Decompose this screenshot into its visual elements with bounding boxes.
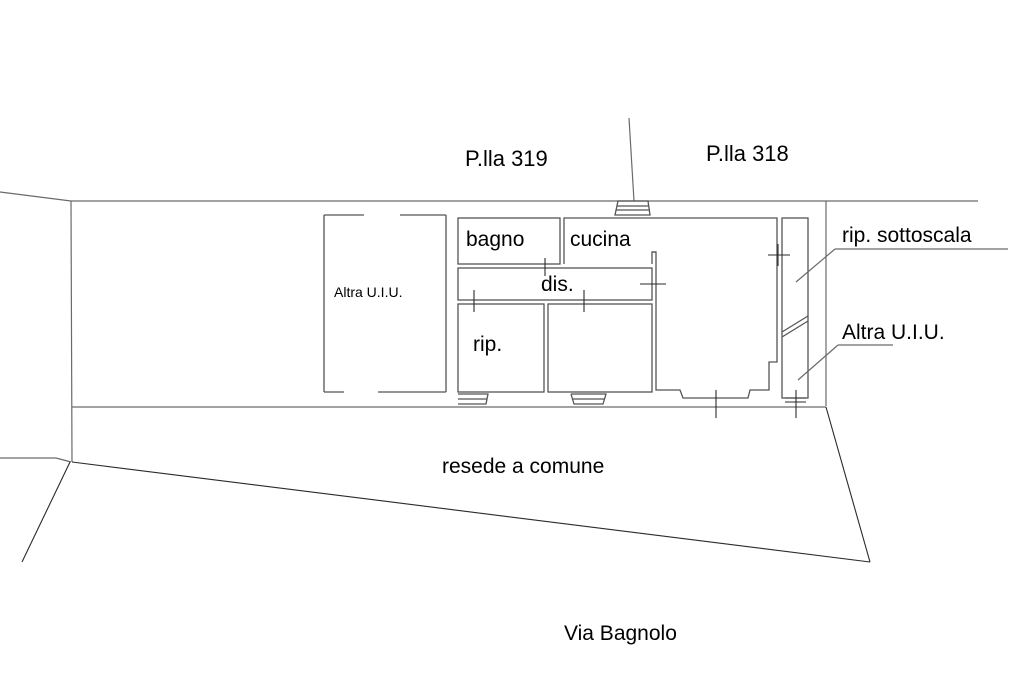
callout-altra-uiu-right: Altra U.I.U. xyxy=(842,321,945,344)
unit-walls xyxy=(457,217,809,399)
courtyard-south-edge xyxy=(71,461,871,563)
room-label-rip: rip. xyxy=(473,333,502,356)
openings xyxy=(458,200,806,405)
callout-rip-sottoscala: rip. sottoscala xyxy=(842,224,972,247)
storage-window xyxy=(570,393,607,405)
leader-rip-sottoscala xyxy=(795,248,836,283)
bagno-room xyxy=(457,217,561,265)
room-label-dis: dis. xyxy=(541,273,574,296)
leader-altra-uiu xyxy=(797,344,839,381)
altra-uiu-left-outline xyxy=(323,214,447,393)
rip-room xyxy=(457,303,545,393)
street-label: Via Bagnolo xyxy=(564,622,677,645)
north-window xyxy=(614,200,651,216)
cucina-room xyxy=(563,217,778,399)
site-boundary xyxy=(0,117,978,563)
boundary-line-sw-diagonal xyxy=(21,461,71,563)
area-label-resede: resede a comune xyxy=(442,455,604,478)
boundary-line-west xyxy=(70,200,73,463)
room-label-cucina: cucina xyxy=(570,228,631,251)
boundary-line-sw-2 xyxy=(55,457,72,463)
callout-leaders xyxy=(795,248,1008,381)
room-label-bagno: bagno xyxy=(466,228,524,251)
parcel-label-319: P.lla 319 xyxy=(465,146,548,171)
sottoscala-room xyxy=(781,217,809,399)
door-markers xyxy=(473,244,797,418)
storage-room xyxy=(547,303,653,393)
courtyard-east-edge xyxy=(825,406,871,563)
boundary-line-nw xyxy=(0,191,72,202)
parcel-label-318: P.lla 318 xyxy=(706,141,789,166)
room-label-altra-uiu-left: Altra U.I.U. xyxy=(334,284,402,300)
parcel-divider-line xyxy=(628,117,635,202)
